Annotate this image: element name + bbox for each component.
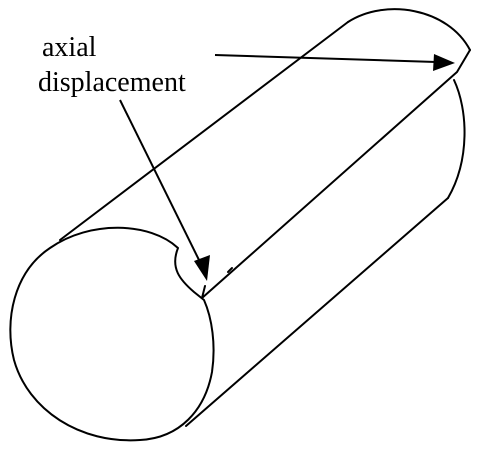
front-end-circle bbox=[9, 226, 215, 442]
slit-top-edge bbox=[201, 49, 471, 299]
back-end-arc bbox=[347, 8, 471, 51]
arrow-axial-shaft bbox=[214, 54, 437, 63]
front-slit-edge bbox=[227, 267, 233, 273]
back-end-lower-curve bbox=[447, 79, 466, 199]
label-axial: axial bbox=[42, 32, 97, 63]
arrow-axial-head bbox=[433, 54, 455, 71]
lower-edge-line bbox=[185, 197, 449, 427]
label-displacement: displacement bbox=[38, 67, 186, 98]
arrow-front-shaft bbox=[119, 99, 201, 263]
arrow-front-head bbox=[194, 255, 210, 281]
